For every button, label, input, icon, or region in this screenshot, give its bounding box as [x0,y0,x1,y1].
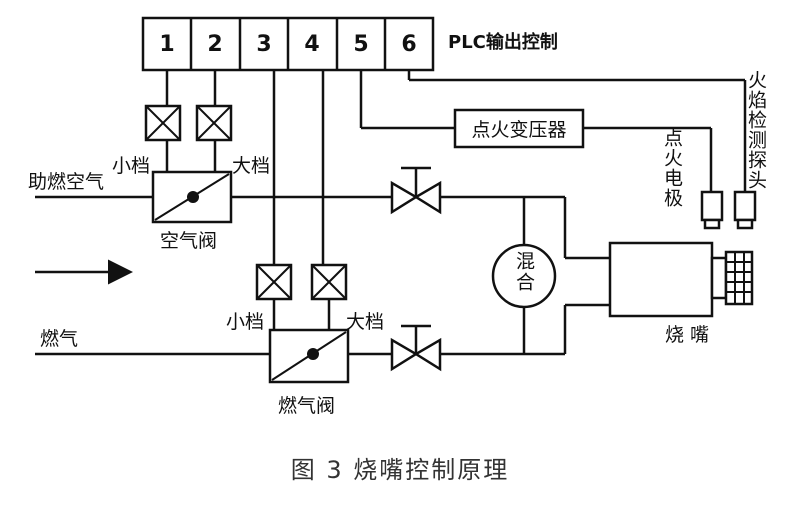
ignition-transformer-label: 点火变压器 [471,119,566,141]
air-label: 助燃空气 [28,171,104,193]
figure-caption: 图 3 烧嘴控制原理 [291,456,510,484]
air-manual-valve [390,166,442,215]
gas-valve [268,328,350,384]
plc-terminal-1: 1 [159,32,174,57]
flame-detector-label: 火焰检测探头 [745,70,767,190]
gas-valve-label: 燃气阀 [278,395,335,417]
plc-terminal-6: 6 [401,32,416,57]
burner-label: 烧 嘴 [665,324,709,346]
air-valve-label: 空气阀 [160,230,217,252]
ignition-transformer [453,108,585,149]
plc-terminal-5: 5 [353,32,368,57]
ignition-electrode [700,190,724,230]
air-solenoid-big [195,104,233,142]
gas-manual-valve [390,324,442,372]
air-small-gear-label: 小档 [112,155,150,177]
gas-label: 燃气 [40,328,78,350]
plc-terminal-block: 1 2 3 4 5 6 [141,16,435,72]
gas-small-gear-label: 小档 [226,311,264,333]
air-valve [151,170,233,224]
air-big-gear-label: 大档 [232,155,270,177]
ignition-electrode-label: 点火电极 [661,128,683,208]
gas-big-gear-label: 大档 [346,311,384,333]
air-solenoid-small [144,104,182,142]
plc-terminal-4: 4 [304,32,319,57]
mixer [491,243,557,309]
plc-terminal-2: 2 [207,32,222,57]
gas-solenoid-small [255,263,293,301]
gas-solenoid-big [310,263,348,301]
plc-label: PLC输出控制 [448,31,558,53]
mixer-label: 混合 [513,251,535,293]
burner [608,241,754,318]
plc-terminal-3: 3 [256,32,271,57]
flame-detector [733,190,757,230]
